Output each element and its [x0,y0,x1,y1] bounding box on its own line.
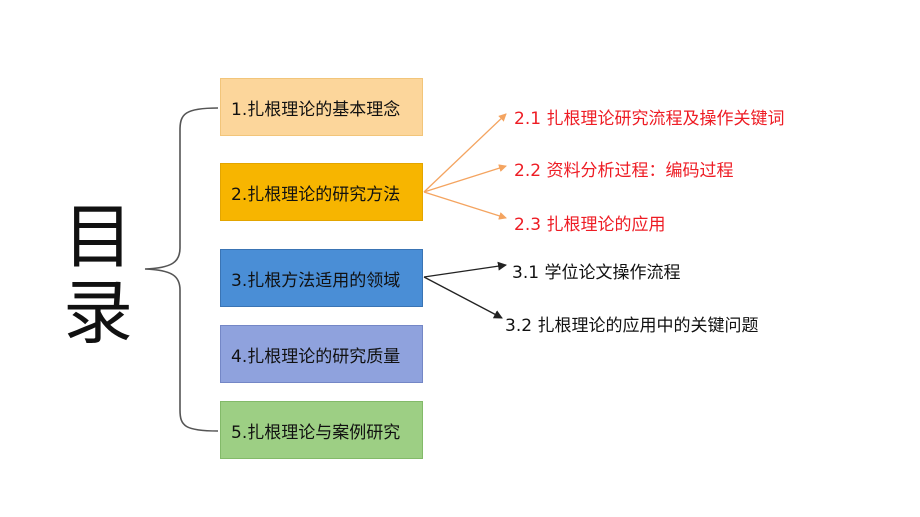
title-char-mu: 目 [63,196,133,278]
arrow-to-3-2 [423,276,503,319]
subsection-2-2[interactable]: 2.2 资料分析过程：编码过程 [514,161,734,181]
section-box-2[interactable]: 2.扎根理论的研究方法 [220,163,423,221]
subsection-2-3[interactable]: 2.3 扎根理论的应用 [514,215,666,235]
title-char-lu: 录 [63,272,133,354]
section-box-5[interactable]: 5.扎根理论与案例研究 [220,401,423,459]
arrow-to-3-1 [423,261,507,278]
section-box-4[interactable]: 4.扎根理论的研究质量 [220,325,423,383]
subsection-3-2[interactable]: 3.2 扎根理论的应用中的关键问题 [505,316,759,336]
section-brace [144,107,219,432]
arrow-to-2-2 [423,164,507,193]
section-box-1[interactable]: 1.扎根理论的基本理念 [220,78,423,136]
arrow-to-2-1 [423,113,507,193]
subsection-3-1[interactable]: 3.1 学位论文操作流程 [512,263,681,283]
arrow-to-2-3 [423,191,507,220]
subsection-2-1[interactable]: 2.1 扎根理论研究流程及操作关键词 [514,109,785,129]
section-box-3[interactable]: 3.扎根方法适用的领域 [220,249,423,307]
